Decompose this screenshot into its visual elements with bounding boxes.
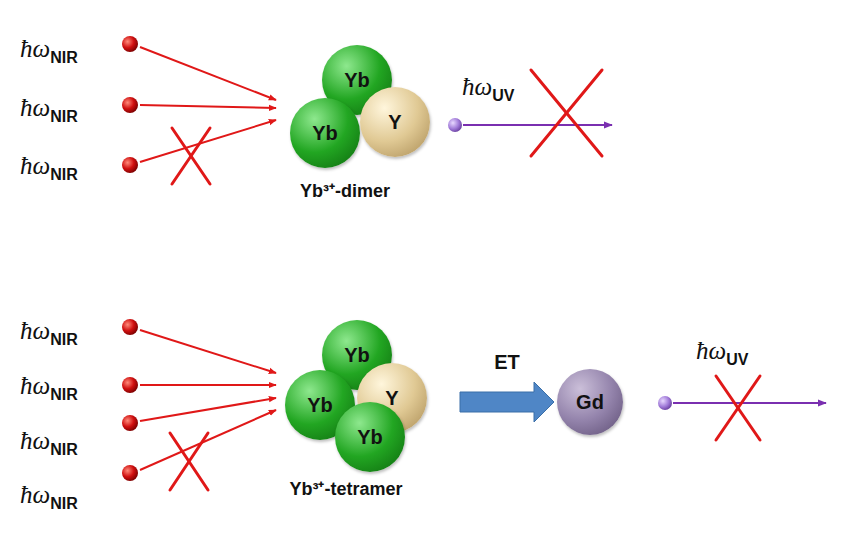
ion-symbol: Yb <box>344 69 370 92</box>
ion-symbol: Yb <box>344 344 370 367</box>
symbol-part: ħω <box>20 427 50 454</box>
blocked-crosses <box>170 70 760 490</box>
photon-dot <box>122 36 138 52</box>
photon-energy-label: ħωNIR <box>20 153 78 178</box>
photon-dot <box>122 157 138 173</box>
subscript-part: UV <box>492 87 514 104</box>
ion-symbol: Yb <box>357 426 383 449</box>
photon-arrow <box>140 330 276 373</box>
symbol-part: ħω <box>20 152 50 179</box>
photon-energy-label: ħωNIR <box>20 36 78 61</box>
cross-mark <box>172 128 210 184</box>
symbol-part: ħω <box>20 94 50 121</box>
photon-energy-label: ħωNIR <box>20 482 78 507</box>
uv-arrow <box>673 402 826 404</box>
photon-arrow <box>140 105 276 108</box>
ion-symbol: Yb <box>312 122 338 145</box>
photon-dot <box>122 415 138 431</box>
yb-ion: Yb <box>290 98 360 168</box>
subscript-part: UV <box>726 351 748 368</box>
y-ion: Y <box>360 87 430 157</box>
uv-arrow <box>463 124 612 126</box>
photon-arrow <box>140 398 276 421</box>
subscript-part: NIR <box>50 108 78 125</box>
photon-arrow <box>140 47 276 100</box>
ion-symbol: Yb <box>307 394 333 417</box>
photon-arrows <box>140 47 276 470</box>
photon-energy-label: ħωNIR <box>20 428 78 453</box>
subscript-part: NIR <box>50 49 78 66</box>
symbol-part: ħω <box>20 35 50 62</box>
cross-mark <box>716 376 760 440</box>
symbol-part: ħω <box>20 317 50 344</box>
nir-photons <box>122 36 138 481</box>
photon-arrow <box>140 410 276 470</box>
subscript-part: NIR <box>50 166 78 183</box>
cross-mark <box>531 70 602 156</box>
symbol-part: ħω <box>462 73 492 100</box>
subscript-part: NIR <box>50 495 78 512</box>
uv-photons <box>448 118 826 410</box>
gd-ion: Gd <box>557 369 623 435</box>
ion-cluster: Yb³⁺-dimerYbYbY <box>290 45 430 168</box>
photon-energy-label: ħωNIR <box>20 95 78 120</box>
blocked-crosses-overlay <box>170 70 760 490</box>
photon-dot <box>122 97 138 113</box>
yb-ion: Yb <box>335 402 405 472</box>
symbol-part: ħω <box>696 337 726 364</box>
subscript-part: NIR <box>50 441 78 458</box>
photon-energy-label: ħωNIR <box>20 373 78 398</box>
edge-label: ET <box>494 351 520 374</box>
cross-mark <box>170 433 208 490</box>
ion-cluster: Yb³⁺-tetramerYbYbYYb <box>285 320 427 472</box>
photon-dot <box>122 465 138 481</box>
photon-dot <box>122 377 138 393</box>
photon-energy-label: ħωNIR <box>20 318 78 343</box>
ion-symbol: Gd <box>576 391 604 414</box>
photon-energy-label: ħωUV <box>696 338 748 363</box>
subscript-part: NIR <box>50 386 78 403</box>
cluster-caption: Yb³⁺-tetramer <box>289 476 402 500</box>
photon-arrow <box>140 384 276 386</box>
symbol-part: ħω <box>20 372 50 399</box>
cluster-caption: Yb³⁺-dimer <box>300 178 390 202</box>
photon-arrow <box>140 120 276 162</box>
energy-transfer-arrow <box>460 382 554 422</box>
photon-energy-label: ħωUV <box>462 74 514 99</box>
subscript-part: NIR <box>50 331 78 348</box>
photon-dot <box>122 319 138 335</box>
uv-photon-dot <box>448 118 462 132</box>
uv-photon-dot <box>658 396 672 410</box>
symbol-part: ħω <box>20 481 50 508</box>
ion-symbol: Y <box>388 111 401 134</box>
